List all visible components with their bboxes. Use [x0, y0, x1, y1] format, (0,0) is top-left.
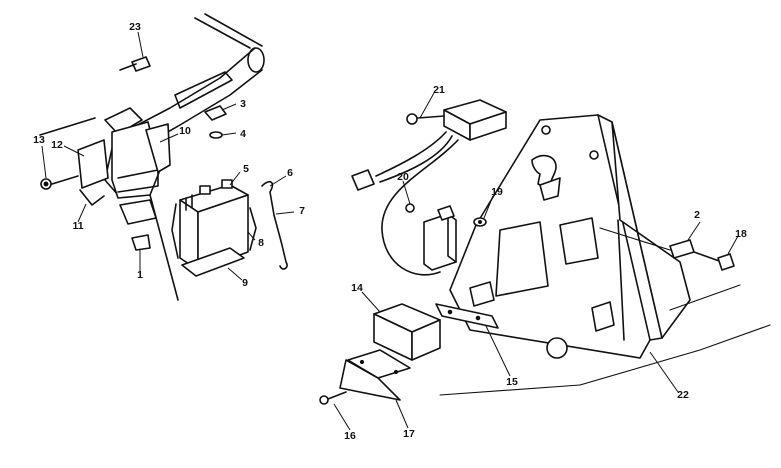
callout-20: 20 — [397, 171, 409, 183]
screw-16 — [319, 391, 347, 405]
callout-18: 18 — [735, 228, 747, 240]
callout-21: 21 — [433, 84, 445, 96]
callout-14: 14 — [351, 282, 363, 294]
bracket-17 — [339, 349, 411, 401]
battery — [179, 179, 249, 271]
battery-pad — [181, 247, 245, 277]
hole-plates — [469, 217, 599, 307]
wire-harness — [351, 131, 459, 276]
callout-15: 15 — [506, 376, 518, 388]
callout-7: 7 — [299, 205, 305, 217]
callout-5: 5 — [243, 163, 249, 175]
callout-10: 10 — [179, 125, 191, 137]
callout-leaders — [41, 31, 739, 431]
callout-11: 11 — [72, 220, 83, 232]
battery-box-bracket — [111, 121, 171, 199]
callout-6: 6 — [287, 167, 293, 179]
lower-bracket — [119, 199, 157, 251]
cable-7 — [261, 180, 288, 270]
bolt-18 — [693, 251, 735, 271]
callout-9: 9 — [242, 277, 248, 289]
callout-3: 3 — [240, 98, 246, 110]
callout-13: 13 — [33, 134, 45, 146]
callout-numbers: 1 2 3 4 5 6 7 8 9 10 11 12 13 14 15 16 1… — [33, 21, 747, 442]
washer-19 — [473, 217, 487, 227]
electrical-mount-plate — [449, 114, 691, 359]
ignition-coil-20 — [405, 203, 457, 271]
callout-16: 16 — [344, 430, 356, 442]
callout-23: 23 — [129, 21, 141, 33]
rectifier-21 — [406, 99, 507, 141]
callout-8: 8 — [258, 237, 264, 249]
callout-4: 4 — [240, 128, 246, 140]
callout-22: 22 — [677, 389, 689, 401]
side-clamp — [40, 139, 109, 206]
callout-12: 12 — [51, 139, 63, 151]
washer-4 — [209, 131, 223, 139]
battery-strap — [171, 203, 257, 259]
callout-19: 19 — [491, 186, 503, 198]
callout-1: 1 — [137, 269, 143, 281]
callout-17: 17 — [403, 428, 415, 440]
callout-2: 2 — [694, 209, 700, 221]
mount-plate-15 — [435, 303, 499, 329]
bolt-23 — [119, 56, 151, 72]
cdi-box-14 — [373, 303, 441, 361]
ground-floor-lines — [439, 284, 771, 396]
terminal-cap-3 — [204, 105, 227, 121]
